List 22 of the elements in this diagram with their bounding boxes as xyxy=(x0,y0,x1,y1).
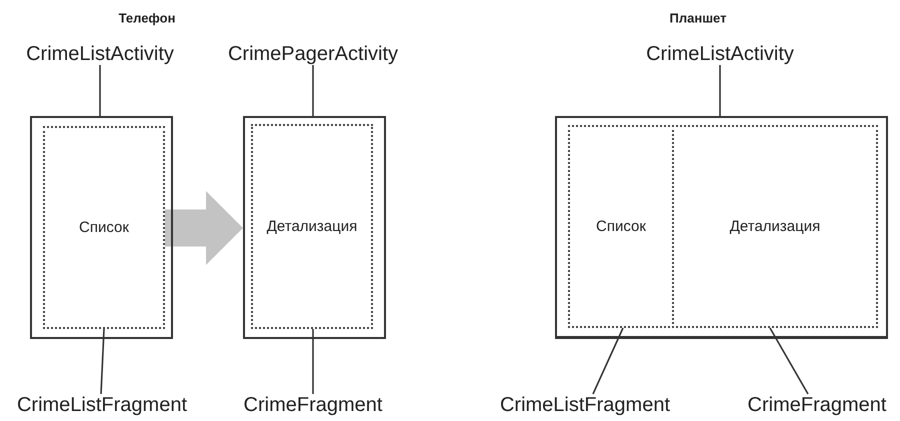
block-arrow xyxy=(165,191,243,265)
leader-line xyxy=(312,329,314,394)
component-label: CrimeListFragment xyxy=(500,394,670,416)
component-label: CrimeFragment xyxy=(244,394,382,416)
leader-line xyxy=(769,328,809,394)
section-heading: Планшет xyxy=(670,10,726,26)
fragment-area: Список xyxy=(43,126,165,329)
fragment-area: Детализация xyxy=(251,124,373,329)
screen-frame xyxy=(243,116,386,339)
component-label: CrimeListActivity xyxy=(646,43,794,65)
component-label: CrimeListActivity xyxy=(26,43,174,65)
leader-line xyxy=(312,65,314,116)
leader-line xyxy=(719,65,721,116)
screen-frame xyxy=(30,116,173,339)
screen-frame xyxy=(555,116,888,339)
component-label: CrimeListFragment xyxy=(16,394,188,416)
leader-line xyxy=(592,328,624,394)
leader-line xyxy=(99,65,101,116)
section-heading: Телефон xyxy=(118,10,176,26)
leader-line xyxy=(100,328,105,394)
component-label: CrimePagerActivity xyxy=(228,43,398,65)
component-label: CrimeFragment xyxy=(748,394,886,416)
